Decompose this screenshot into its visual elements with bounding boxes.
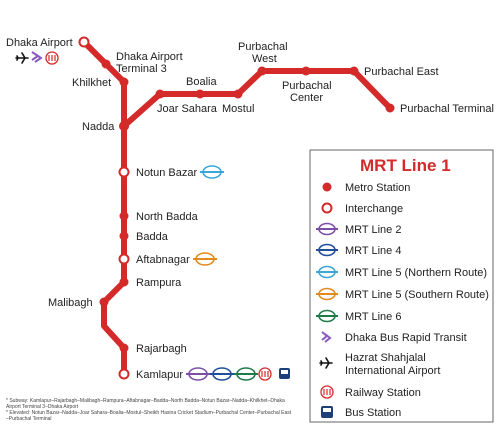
mrt-line-5n-roundel: [200, 165, 224, 179]
label-aftabnagar: Aftabnagar: [136, 254, 190, 266]
mrt-line-1-route-subway: [101, 123, 127, 377]
railway-legend-icon: [320, 385, 334, 399]
label-north-badda: North Badda: [136, 211, 199, 223]
brt-chevron-icon: [31, 51, 43, 63]
legend-railway: Railway Station: [345, 387, 421, 399]
legend-mrt-line-5n: MRT Line 5 (Northern Route): [345, 267, 487, 279]
kamlapur-mrt4-roundel: [210, 367, 234, 381]
mrt-line-5s-roundel: [193, 252, 217, 266]
legend-bus-station: Bus Station: [345, 407, 401, 419]
label-rajarbagh: Rajarbagh: [136, 343, 187, 355]
label-kamlapur: Kamlapur: [136, 369, 183, 381]
mrt-line-5n-legend-roundel: [316, 265, 338, 279]
kamlapur-bus-icon: [279, 368, 290, 379]
station-purbachal-center[interactable]: [301, 66, 311, 76]
station-badda[interactable]: [119, 231, 129, 241]
station-north-badda[interactable]: [119, 211, 129, 221]
label-boalia: Boalia: [186, 76, 217, 88]
label-badda: Badda: [136, 231, 169, 243]
metro-station-dot: [322, 182, 332, 192]
station-malibagh[interactable]: [99, 297, 109, 307]
station-purbachal-east[interactable]: [349, 66, 359, 76]
station-terminal-3[interactable]: [101, 59, 111, 69]
mrt-line-2-roundel: [316, 222, 338, 236]
label-purbachal-west-line1: Purbachal: [238, 41, 288, 53]
footnote-elevated-line1: * Elevated: Notun Bazar–Nadda–Joar Sahar…: [6, 410, 292, 416]
station-kamlapur[interactable]: [118, 368, 130, 380]
station-mostul[interactable]: [233, 89, 243, 99]
label-khilkhet: Khilkhet: [72, 77, 111, 89]
label-notun-bazar: Notun Bazar: [136, 167, 197, 179]
station-purbachal-terminal[interactable]: [385, 103, 395, 113]
label-dhaka-airport: Dhaka Airport: [6, 37, 73, 49]
legend-airport-line1: Hazrat Shahjalal: [345, 352, 426, 364]
legend-mrt-line-5s: MRT Line 5 (Southern Route): [345, 289, 489, 301]
mrt-line-5s-legend-roundel: [316, 287, 338, 301]
station-rajarbagh[interactable]: [119, 343, 129, 353]
station-joar-sahara[interactable]: [155, 89, 165, 99]
railway-icon: [45, 51, 59, 65]
station-nadda[interactable]: [119, 121, 129, 131]
label-terminal-3-line2: Terminal 3: [116, 63, 167, 75]
legend-mrt-line-2: MRT Line 2: [345, 224, 401, 236]
bus-legend-icon: [321, 406, 333, 418]
station-khilkhet[interactable]: [119, 77, 129, 87]
mrt-line-4-roundel: [316, 243, 338, 257]
label-purbachal-terminal: Purbachal Terminal: [400, 103, 494, 115]
mrt-line-6-roundel: [316, 309, 338, 323]
legend-airport-line2: International Airport: [345, 365, 440, 377]
kamlapur-mrt2-roundel: [186, 367, 210, 381]
kamlapur-railway-icon: [258, 367, 272, 381]
label-purbachal-center-line2: Center: [290, 92, 323, 104]
station-notun-bazar[interactable]: [118, 166, 130, 178]
legend-brt: Dhaka Bus Rapid Transit: [345, 332, 467, 344]
kamlapur-mrt6-roundel: [234, 367, 258, 381]
legend-title: MRT Line 1: [360, 156, 451, 175]
interchange-ring: [321, 202, 333, 214]
label-terminal-3-line1: Dhaka Airport: [116, 51, 183, 63]
station-aftabnagar[interactable]: [118, 253, 130, 265]
footnote-subway-line2: Airport Terminal 3–Dhaka Airport: [6, 404, 79, 410]
brt-chevron-legend-icon: [321, 331, 332, 343]
legend-box: [309, 149, 494, 423]
legend-metro-station: Metro Station: [345, 182, 410, 194]
airplane-legend-icon: [319, 357, 333, 369]
label-joar-sahara: Joar Sahara: [157, 103, 218, 115]
label-purbachal-east: Purbachal East: [364, 66, 439, 78]
station-rampura[interactable]: [119, 277, 129, 287]
label-nadda: Nadda: [82, 121, 115, 133]
footnote-elevated-line2: –Purbachal Terminal: [6, 416, 52, 422]
legend-mrt-line-6: MRT Line 6: [345, 311, 401, 323]
airplane-icon: [15, 52, 29, 64]
mrt-line-1-route-elevated: [121, 68, 393, 129]
label-malibagh: Malibagh: [48, 297, 93, 309]
label-mostul: Mostul: [222, 103, 254, 115]
label-purbachal-center-line1: Purbachal: [282, 80, 332, 92]
legend-mrt-line-4: MRT Line 4: [345, 245, 401, 257]
station-dhaka-airport[interactable]: [78, 36, 90, 48]
legend-interchange: Interchange: [345, 203, 403, 215]
footnote-subway-line1: * Subway: Kamlapur–Rajarbagh–Malibagh–Ra…: [6, 398, 285, 404]
label-rampura: Rampura: [136, 277, 182, 289]
station-boalia[interactable]: [195, 89, 205, 99]
label-purbachal-west-line2: West: [252, 53, 277, 65]
station-purbachal-west[interactable]: [257, 66, 267, 76]
